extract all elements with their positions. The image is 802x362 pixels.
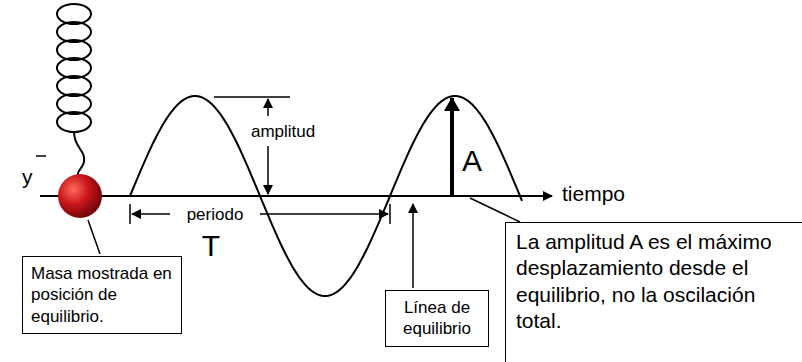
note-text: Masa mostrada en posición de equilibrio. bbox=[31, 263, 173, 327]
time-axis bbox=[40, 195, 552, 197]
note-text: La amplitud A es el máximo desplazamient… bbox=[516, 229, 794, 334]
amplitude-note-box: La amplitud A es el máximo desplazamient… bbox=[505, 222, 802, 362]
amplitude-label: amplitud bbox=[251, 123, 315, 140]
sine-wave bbox=[130, 96, 522, 296]
mass-note-box: Masa mostrada en posición de equilibrio. bbox=[22, 256, 182, 334]
note-text: Línea de equilibrio bbox=[392, 297, 482, 340]
period-symbol: T bbox=[202, 231, 220, 261]
period-label: periodo bbox=[184, 205, 247, 224]
time-axis-label: tiempo bbox=[562, 183, 625, 204]
displacement-label: y bbox=[22, 166, 33, 187]
equilibrium-note-box: Línea de equilibrio bbox=[385, 290, 489, 347]
spring bbox=[57, 4, 91, 178]
mass-ball bbox=[58, 174, 102, 218]
amplitude-symbol: A bbox=[462, 146, 482, 176]
